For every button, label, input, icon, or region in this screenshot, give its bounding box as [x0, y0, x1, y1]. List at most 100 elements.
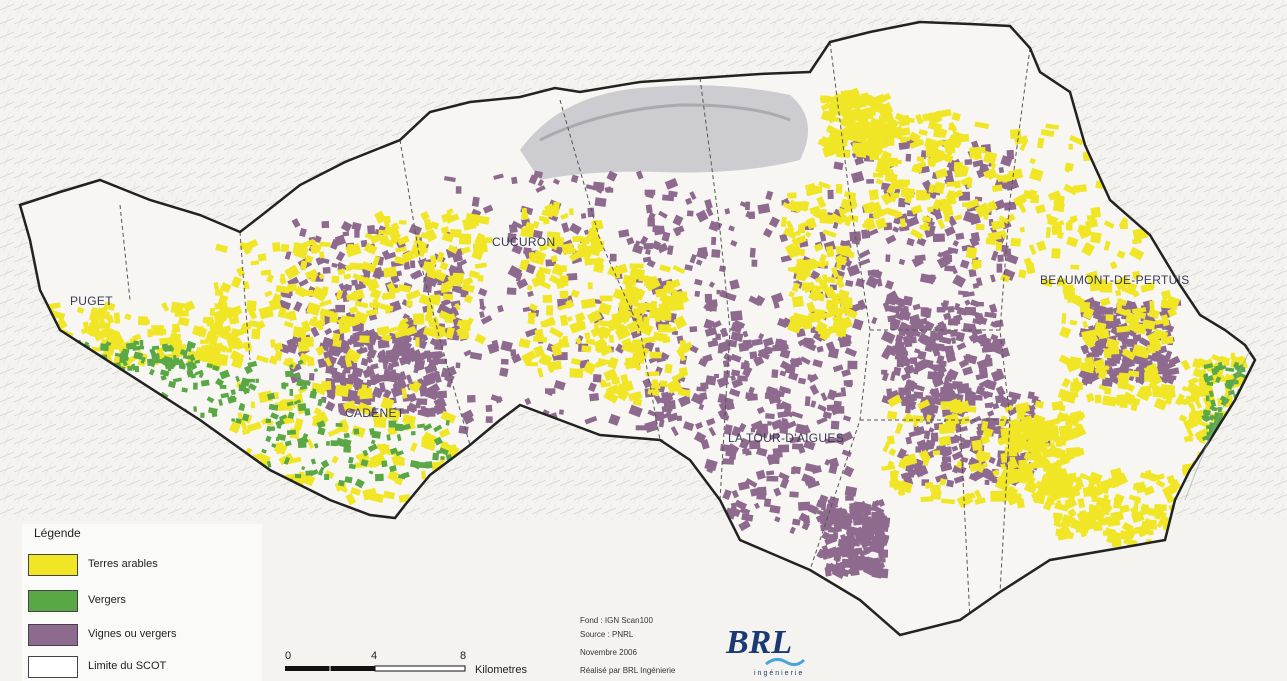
vine-patch: [511, 176, 518, 185]
arable-patch: [452, 272, 464, 283]
vine-patch: [785, 420, 797, 430]
vine-patch: [777, 317, 789, 329]
vine-patch: [677, 395, 691, 408]
brl-logo: BRL ingénierie: [726, 624, 806, 680]
vine-patch: [482, 204, 494, 214]
vine-patch: [684, 264, 693, 271]
scale-unit: Kilometres: [475, 664, 527, 676]
orchard-patch: [297, 442, 307, 449]
vine-patch: [722, 359, 730, 368]
orchard-patch: [255, 378, 260, 383]
arable-patch: [953, 165, 968, 178]
vine-patch: [851, 547, 863, 556]
vine-patch: [609, 253, 617, 262]
arable-patch: [1030, 194, 1039, 204]
vine-patch: [490, 394, 503, 403]
vine-patch: [749, 351, 758, 360]
vine-patch: [941, 456, 952, 463]
vine-patch: [770, 292, 784, 304]
vine-patch: [704, 198, 713, 210]
vine-patch: [730, 239, 738, 247]
vine-patch: [858, 249, 871, 259]
vine-patch: [480, 315, 493, 325]
vine-patch: [946, 479, 955, 488]
arable-patch: [1160, 336, 1174, 345]
arable-patch: [940, 401, 948, 410]
vine-patch: [664, 178, 679, 190]
vine-patch: [821, 502, 827, 511]
vine-patch: [485, 416, 493, 424]
vine-patch: [769, 432, 780, 440]
orchard-patch: [353, 428, 360, 435]
vine-patch: [730, 321, 743, 334]
arable-patch: [649, 351, 662, 359]
vine-patch: [776, 403, 784, 410]
vine-patch: [537, 179, 545, 187]
vine-patch: [867, 228, 879, 237]
vine-patch: [716, 376, 730, 388]
vine-patch: [314, 235, 322, 244]
vine-patch: [866, 535, 874, 541]
orchard-patch: [125, 343, 130, 349]
arable-patch: [1051, 225, 1063, 236]
arable-patch: [835, 183, 843, 194]
vine-patch: [764, 392, 775, 400]
vine-patch: [850, 170, 865, 184]
vine-patch: [951, 337, 956, 344]
arable-patch: [581, 345, 592, 353]
vine-patch: [765, 190, 774, 201]
vine-patch: [310, 326, 320, 338]
arable-patch: [835, 140, 848, 148]
vine-patch: [639, 235, 649, 246]
legend-swatch-orchard: [28, 590, 78, 612]
vine-patch: [777, 420, 790, 430]
vine-patch: [337, 261, 348, 271]
vine-patch: [757, 203, 771, 215]
vine-patch: [766, 470, 775, 476]
vine-patch: [820, 406, 827, 412]
vine-patch: [729, 388, 741, 398]
vine-patch: [742, 448, 750, 455]
place-beaumont-de-pertuis: BEAUMONT-DE-PERTUIS: [1040, 273, 1190, 287]
arable-patch: [1115, 289, 1122, 297]
vine-patch: [830, 407, 839, 416]
vine-patch: [832, 364, 844, 373]
vine-patch: [885, 254, 891, 263]
vine-patch: [905, 216, 920, 228]
arable-patch: [975, 223, 985, 231]
vine-patch: [795, 423, 809, 435]
vine-patch: [553, 380, 566, 391]
vine-patch: [367, 225, 376, 235]
vine-patch: [898, 141, 910, 150]
vine-patch: [720, 413, 730, 421]
arable-patch: [137, 316, 148, 326]
vine-patch: [689, 191, 697, 200]
vine-patch: [545, 388, 556, 394]
vine-patch: [290, 338, 297, 349]
arable-patch: [199, 339, 210, 344]
vine-patch: [789, 491, 799, 498]
vine-patch: [718, 340, 731, 353]
arable-patch: [421, 470, 426, 480]
vine-patch: [952, 381, 963, 389]
arable-patch: [950, 190, 956, 197]
arable-patch: [1105, 314, 1114, 322]
orchard-patch: [324, 474, 330, 480]
orchard-patch: [432, 452, 439, 461]
vine-patch: [444, 176, 456, 183]
vine-patch: [416, 398, 428, 406]
vine-patch: [689, 326, 698, 333]
vine-patch: [807, 373, 819, 383]
vine-patch: [807, 504, 819, 515]
arable-patch: [658, 324, 672, 333]
orchard-patch: [343, 432, 350, 439]
vine-patch: [694, 290, 701, 297]
logo-subtitle: ingénierie: [754, 670, 805, 677]
vine-patch: [279, 343, 291, 354]
vine-patch: [968, 268, 977, 278]
vine-patch: [996, 263, 1003, 273]
vine-patch: [658, 210, 668, 219]
vine-patch: [762, 337, 774, 347]
arable-patch: [878, 136, 888, 149]
vine-patch: [632, 244, 644, 255]
